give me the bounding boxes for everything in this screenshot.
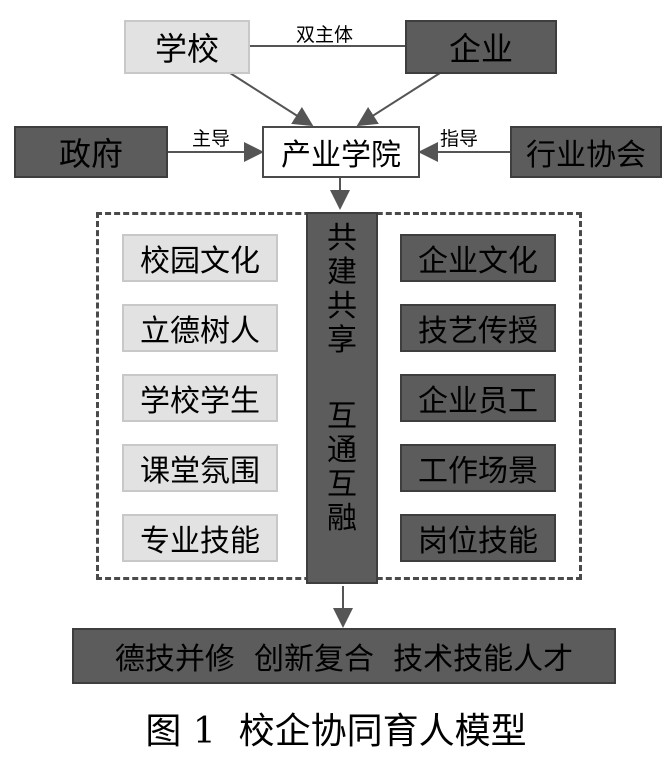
column-char: 共 [327, 289, 357, 324]
dual-subject-label: 双主体 [296, 24, 354, 46]
enterprise-label: 企业 [448, 30, 513, 68]
left-item-label: 校园文化 [140, 244, 260, 279]
column-char: 互 [327, 467, 357, 502]
right-item-label: 岗位技能 [418, 524, 538, 559]
school-box: 学校 [124, 20, 250, 74]
right-item-label: 企业文化 [418, 244, 538, 279]
right-item-label: 企业员工 [418, 384, 538, 419]
left-item: 校园文化 [122, 234, 278, 282]
column-char: 融 [327, 501, 357, 536]
left-item-label: 课堂氛围 [140, 454, 260, 489]
industry-association-box: 行业协会 [510, 126, 662, 178]
co-build-column: 共 建 共 享 互 通 互 融 [306, 212, 378, 584]
left-item-label: 专业技能 [140, 524, 260, 559]
figure-caption: 图 1 校企协同育人模型 [145, 711, 527, 752]
column-char: 互 [327, 399, 357, 434]
column-char: 通 [327, 433, 357, 468]
left-item: 学校学生 [122, 374, 278, 422]
left-item: 课堂氛围 [122, 444, 278, 492]
column-char: 建 [327, 255, 357, 290]
school-label: 学校 [154, 30, 219, 68]
right-item-label: 技艺传授 [418, 314, 538, 349]
right-item: 岗位技能 [400, 514, 556, 562]
left-item: 专业技能 [122, 514, 278, 562]
left-item-label: 立德树人 [140, 314, 260, 349]
outcome-box: 德技并修 创新复合 技术技能人才 [72, 628, 616, 684]
school-to-college-arrow [229, 72, 314, 127]
industry-association-label: 行业协会 [526, 138, 646, 173]
right-item: 企业文化 [400, 234, 556, 282]
right-item-label: 工作场景 [418, 454, 538, 489]
government-label: 政府 [58, 135, 123, 173]
left-item-label: 学校学生 [140, 384, 260, 419]
guide-label: 指导 [440, 128, 479, 150]
government-box: 政府 [14, 126, 168, 178]
lead-label: 主导 [192, 128, 231, 150]
right-item: 技艺传授 [400, 304, 556, 352]
column-char: 享 [327, 323, 357, 358]
industry-college-box: 产业学院 [262, 126, 420, 178]
column-char: 共 [327, 221, 357, 256]
enterprise-box: 企业 [405, 20, 557, 74]
outcome-label: 德技并修 创新复合 技术技能人才 [114, 642, 574, 677]
industry-college-label: 产业学院 [281, 138, 401, 173]
left-item: 立德树人 [122, 304, 278, 352]
right-item: 工作场景 [400, 444, 556, 492]
enterprise-to-college-arrow [356, 72, 441, 127]
right-item: 企业员工 [400, 374, 556, 422]
